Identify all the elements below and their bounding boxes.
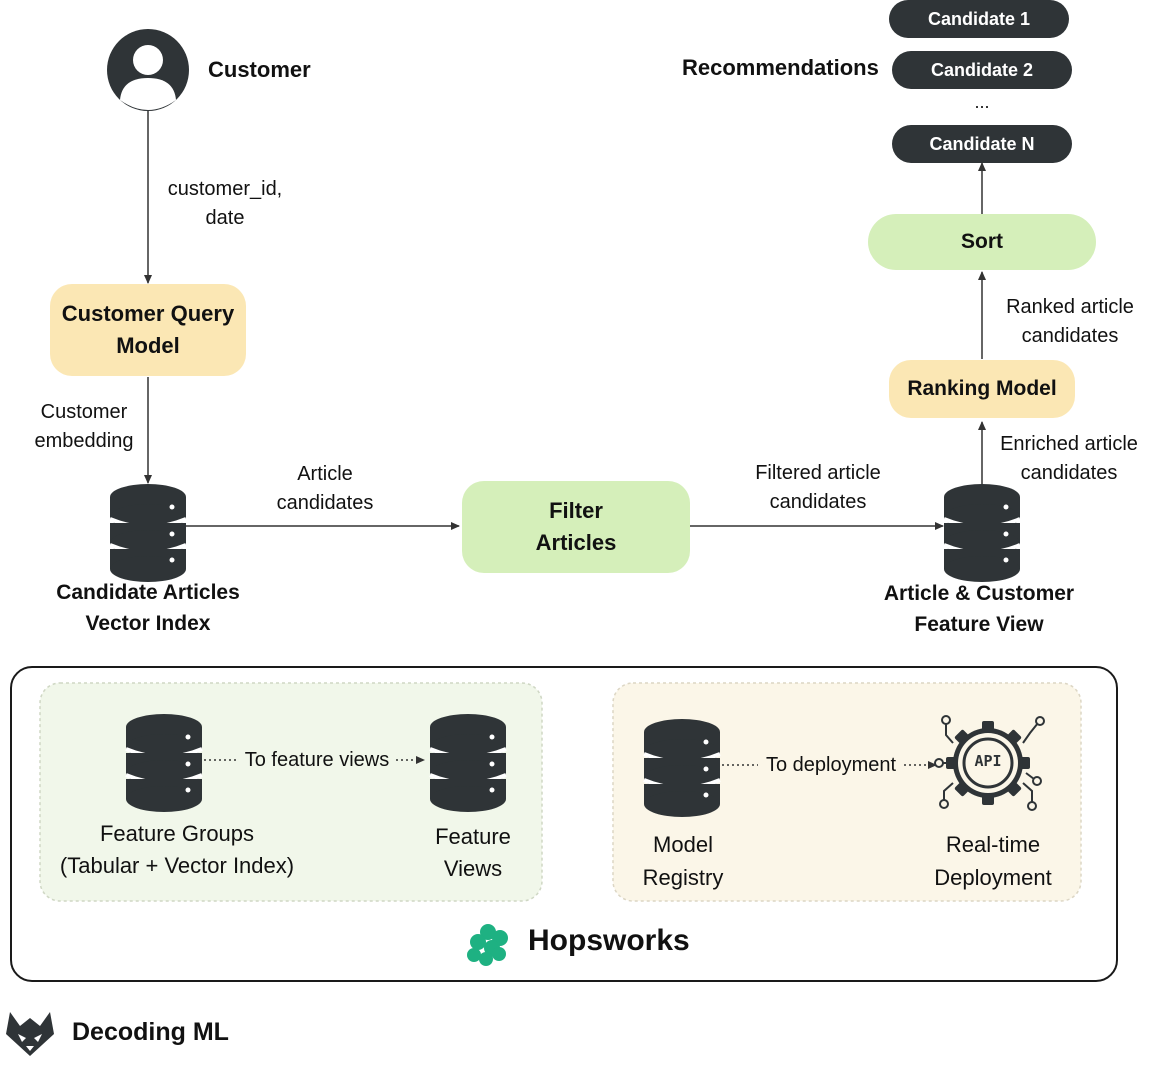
candidate-index-label: Candidate Articles Vector Index [56,581,240,635]
hopsworks-container [10,666,1118,982]
edge-label-enriched-candidates: Enriched article candidates [1000,433,1138,484]
feature-views-label: Feature Views [435,824,511,881]
to-feature-views-label: To feature views [244,749,390,771]
hopsworks-logo-icon [467,924,508,966]
ranking-model-node: Ranking Model [889,360,1075,418]
decoding-ml-logo-icon [6,1012,54,1056]
candidate-pill: Candidate 1 [889,0,1069,38]
realtime-deployment-label: Real-time Deployment [934,832,1052,890]
sort-node: Sort [868,214,1096,270]
feature-view-label: Article & Customer Feature View [883,582,1075,636]
database-icon [942,482,1022,584]
model-registry-label: Model Registry [642,832,724,890]
edge-label-article-candidates: Article candidates [276,463,374,514]
to-deployment-label: To deployment [765,754,897,776]
database-icon [108,482,188,584]
feature-groups-label: Feature Groups (Tabular + Vector Index) [59,821,295,878]
customer-label: Customer [208,57,311,82]
recommendations-label: Recommendations [682,55,879,80]
filter-articles-node: Filter Articles [462,481,690,573]
edge-label-customer-id: customer_id, date [167,178,283,229]
edge-label-customer-embedding: Customer embedding [34,401,134,452]
hopsworks-brand: Hopsworks [528,924,690,957]
candidate-pill: Candidate N [892,125,1072,163]
person-icon [107,29,189,111]
edge-label-ranked-candidates: Ranked article candidates [1006,296,1134,347]
candidate-pill: Candidate 2 [892,51,1072,89]
decoding-ml-brand: Decoding ML [72,1018,229,1046]
api-gear-icon [934,715,1045,811]
edge-label-filtered-candidates: Filtered article candidates [755,462,881,513]
candidate-ellipsis: ... [974,92,990,112]
customer-query-model-node: Customer Query Model [50,284,246,376]
api-label: API [974,752,1002,770]
